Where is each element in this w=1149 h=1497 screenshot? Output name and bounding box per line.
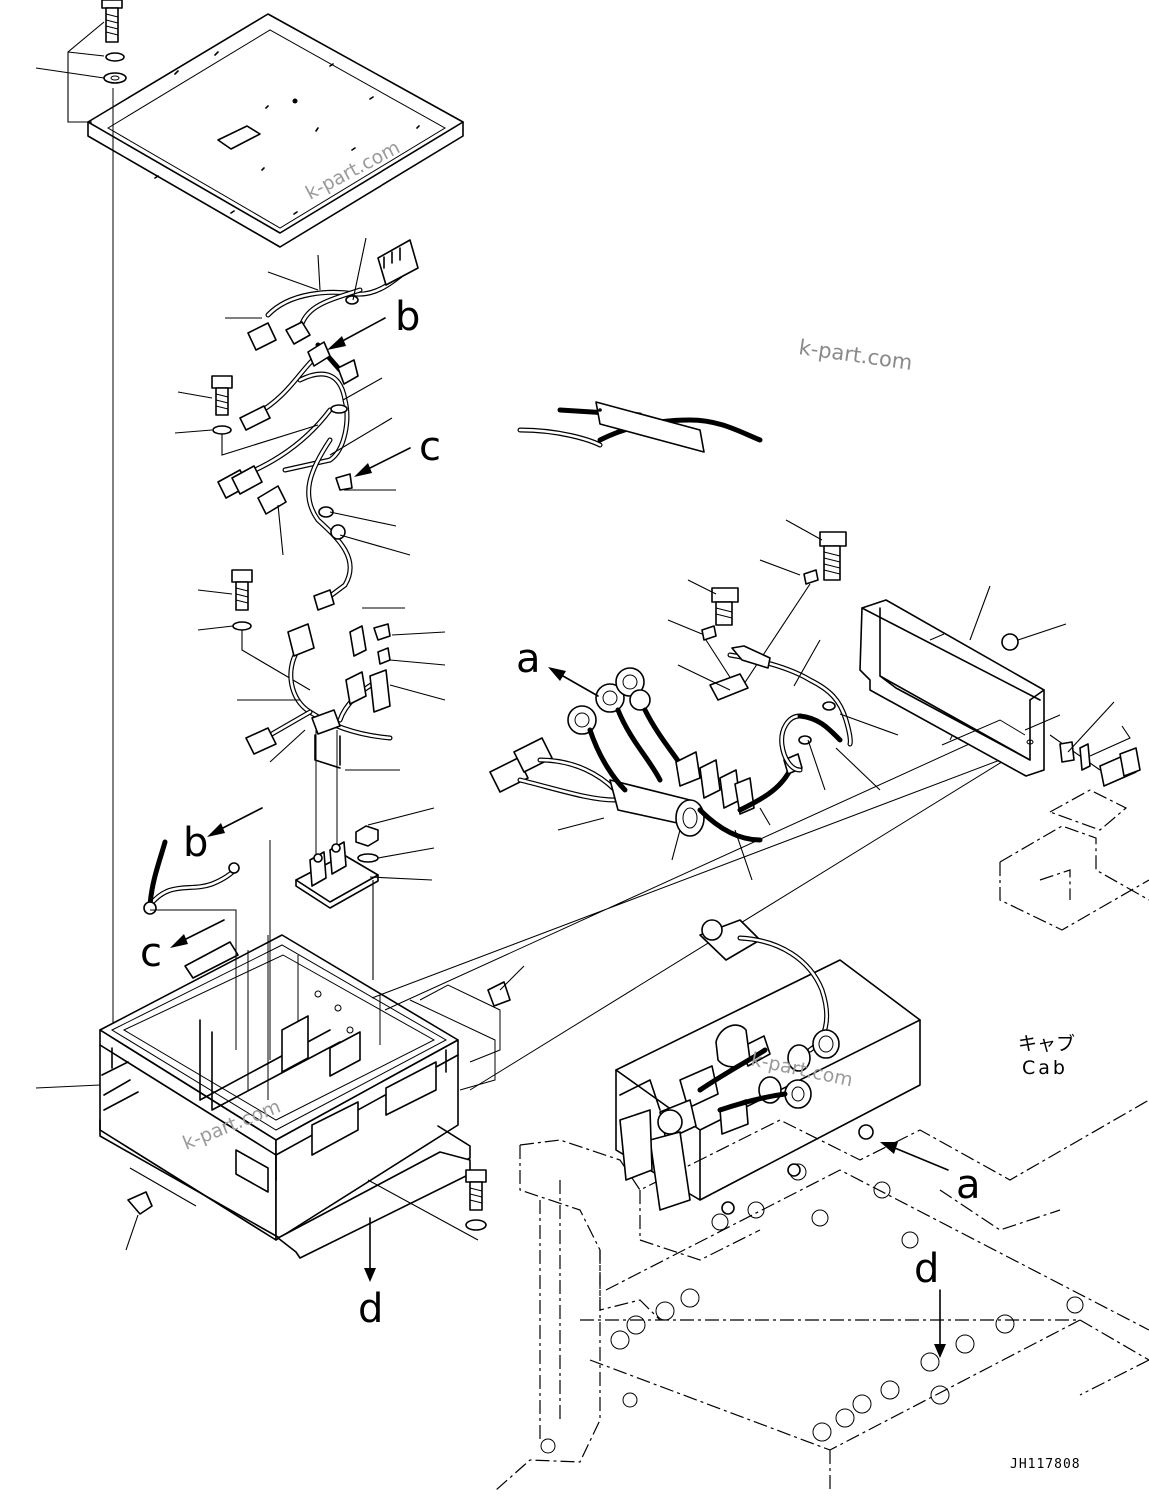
callout-d-right: d bbox=[914, 1246, 939, 1292]
harness-lower-b bbox=[143, 839, 240, 915]
ground-cable-and-bolts bbox=[667, 519, 899, 791]
harness-bolt-upper bbox=[174, 375, 319, 456]
harness-upper-b bbox=[225, 237, 419, 351]
drawing-code: JH117808 bbox=[1010, 1457, 1081, 1472]
relay-bracket bbox=[295, 807, 435, 980]
controller-box bbox=[35, 840, 471, 1259]
side-cover-bracket bbox=[859, 585, 1141, 787]
callout-b-top: b bbox=[395, 294, 420, 340]
callout-a-bottom: a bbox=[956, 1162, 981, 1208]
watermark-2: k-part.com bbox=[797, 335, 914, 375]
harness-middle bbox=[197, 569, 446, 855]
callout-a-top: a bbox=[516, 636, 541, 682]
callout-c-left: c bbox=[140, 930, 162, 976]
reference-arrows bbox=[170, 317, 949, 1358]
callout-d-bottom: d bbox=[358, 1286, 383, 1332]
cab-label-english: Cab bbox=[1022, 1057, 1068, 1079]
top-cover-plate bbox=[87, 13, 464, 248]
cab-connector-panel bbox=[615, 919, 921, 1215]
box-mount-bolt bbox=[125, 965, 525, 1251]
cab-label-japanese: キャブ bbox=[1018, 1032, 1075, 1055]
cab-floor-structure bbox=[495, 789, 1149, 1492]
harness-upper-c bbox=[217, 341, 411, 611]
callout-c-top: c bbox=[419, 424, 441, 470]
callout-b-left: b bbox=[183, 820, 208, 866]
cover-bolt-assembly bbox=[35, 0, 127, 1075]
